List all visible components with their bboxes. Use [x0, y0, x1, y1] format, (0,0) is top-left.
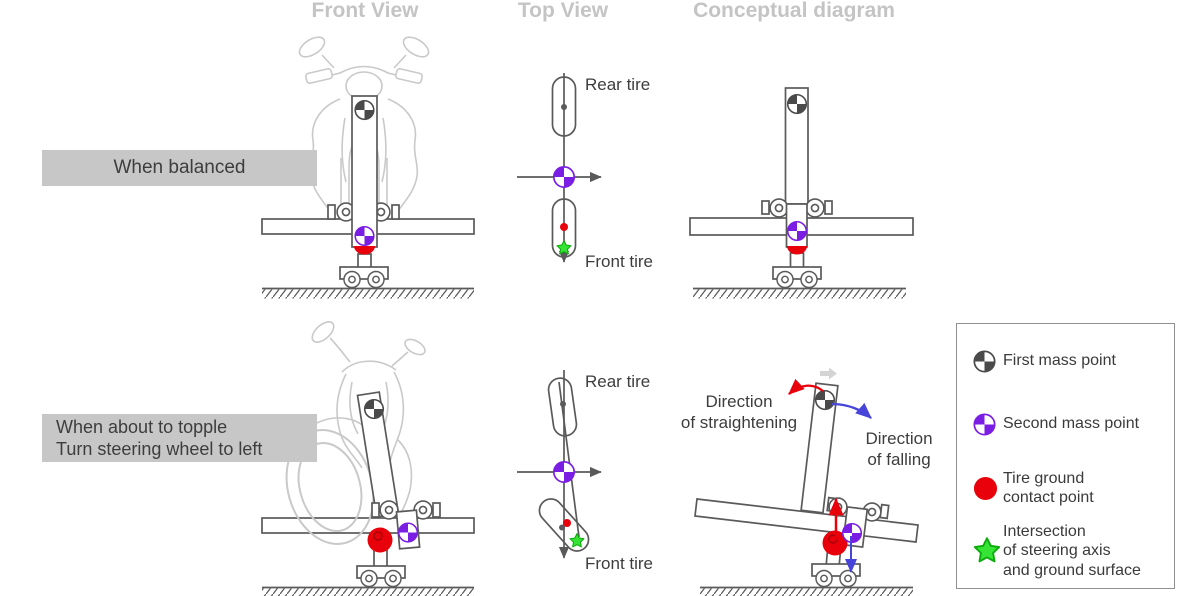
ground-hatch: [693, 289, 906, 299]
tire-contact-marker: [354, 246, 375, 255]
second-mass-point-icon: [973, 412, 1003, 436]
mass-rod-tilted: [800, 382, 839, 514]
row2-label-line1: When about to topple: [56, 417, 228, 437]
ground-hatch: [262, 588, 474, 596]
straightening-arrow: [788, 378, 824, 395]
steering-intersection-star-icon: [973, 537, 1003, 565]
direction-of-straightening-label: Direction of straightening: [680, 392, 798, 432]
legend-label: of steering axis: [1003, 542, 1111, 560]
row2-conceptual: [694, 367, 919, 596]
legend-item-steering-intersection: Intersection of steering axis and ground…: [973, 520, 1141, 582]
row1-rear-tire-label: Rear tire: [585, 75, 651, 94]
roller-icon: [805, 198, 825, 218]
trolley-wheel-icon: [367, 270, 385, 289]
row1-top-view: [517, 73, 602, 263]
tire-contact-marker: [787, 246, 807, 255]
header-conceptual-diagram: Conceptual diagram: [693, 0, 895, 22]
first-mass-point-marker: [814, 389, 836, 411]
second-mass-point-marker: [552, 165, 576, 189]
legend-label: contact point: [1003, 489, 1094, 506]
row2-rear-tire-label: Rear tire: [585, 372, 651, 391]
row1-front-tire-label: Front tire: [585, 252, 654, 271]
legend-label: Intersection: [1003, 522, 1086, 540]
ground-hatch: [700, 588, 913, 596]
row2-front-tire-label: Front tire: [585, 554, 654, 573]
first-mass-point-marker: [786, 93, 808, 115]
second-mass-point-marker: [552, 460, 576, 484]
direction-of-falling-label: Direction of falling: [865, 429, 933, 469]
second-mass-point-marker: [786, 220, 808, 242]
trolley-wheel-icon: [343, 270, 361, 289]
ghost-direction-arrow: [820, 367, 837, 380]
first-mass-point-marker: [354, 99, 375, 121]
balance-mechanism: [261, 95, 475, 289]
trolley-wheel-icon: [839, 569, 857, 588]
balance-bar: [261, 517, 475, 534]
legend-label: Tire ground: [1003, 469, 1085, 487]
second-mass-point-marker: [397, 522, 419, 543]
trolley-wheel-icon: [815, 569, 833, 588]
row1-label-text: When balanced: [113, 157, 246, 178]
axle-dot: [559, 524, 565, 531]
trolley-wheel-icon: [776, 270, 794, 289]
legend-label: and ground surface: [1003, 561, 1141, 579]
legend-item-second-mass-point: Second mass point: [973, 412, 1139, 436]
tire-contact-marker: [560, 223, 568, 231]
rear-axle-dot: [560, 401, 566, 407]
steering-column: [351, 95, 378, 248]
row1-front-view: [261, 36, 475, 299]
row2-front-view: [261, 321, 475, 596]
rear-axle-dot: [561, 104, 567, 110]
roller-icon: [379, 500, 399, 520]
trolley-wheel-icon: [384, 569, 402, 588]
trolley-wheel-icon: [360, 569, 378, 588]
trolley-wheel-icon: [800, 270, 818, 289]
tire-ground-contact-icon: [973, 476, 1003, 501]
legend: First mass point Second mass point Tire …: [956, 323, 1175, 589]
ground-hatch: [262, 289, 474, 299]
roller-icon: [828, 497, 848, 517]
legend-item-tire-ground-contact: Tire ground contact point: [973, 466, 1094, 510]
header-front-view: Front View: [311, 0, 419, 22]
header-top-view: Top View: [517, 0, 609, 22]
tire-contact-marker: [563, 519, 571, 527]
row2-label: When about to topple Turn steering wheel…: [42, 414, 317, 462]
row2-top-view: [517, 370, 602, 559]
row1-conceptual: [689, 87, 914, 299]
bike-axis-line: [558, 381, 580, 538]
second-mass-point-marker: [354, 225, 375, 247]
legend-item-first-mass-point: First mass point: [973, 349, 1116, 373]
row2-label-line2: Turn steering wheel to left: [56, 439, 263, 459]
first-mass-point-marker: [363, 398, 385, 420]
legend-label: First mass point: [1003, 352, 1116, 370]
roller-icon: [769, 198, 789, 218]
falling-arrow: [831, 402, 872, 419]
first-mass-point-icon: [973, 349, 1003, 373]
row1-label: When balanced: [42, 150, 317, 186]
legend-label: Second mass point: [1003, 415, 1140, 433]
